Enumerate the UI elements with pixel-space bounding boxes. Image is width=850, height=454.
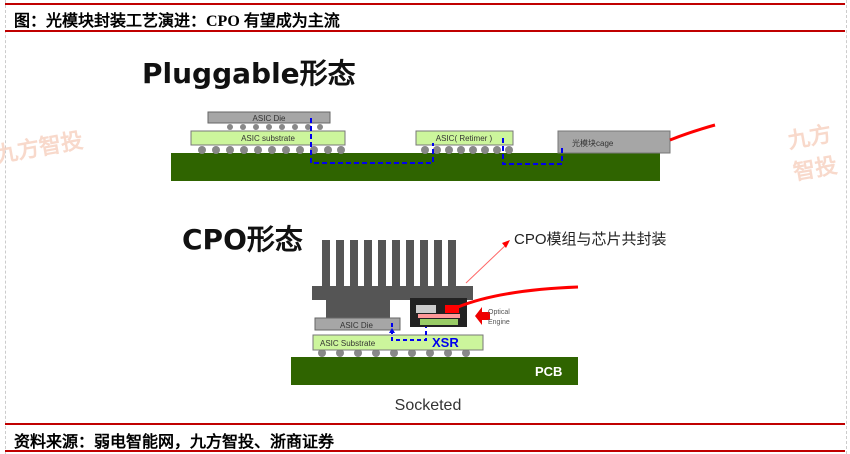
- pcb-label: PCB: [535, 364, 562, 379]
- divider: [5, 3, 845, 5]
- oe-part: [418, 314, 460, 318]
- heatsink: [312, 240, 473, 320]
- solder-balls: [318, 349, 470, 357]
- socketed-label: Socketed: [395, 397, 462, 414]
- module-cage: [557, 130, 671, 154]
- asic-die: [314, 317, 401, 331]
- oe-part: [420, 319, 458, 325]
- pcb-board: [291, 357, 578, 385]
- asic-substrate: [190, 130, 346, 146]
- figure-frame: [5, 0, 847, 454]
- fiber: [457, 285, 579, 309]
- arrow-left-icon: [475, 307, 490, 325]
- solder-balls: [198, 124, 513, 154]
- module-cage-label: 光模块cage: [572, 138, 614, 148]
- optical-engine-label: Optical: [488, 309, 510, 316]
- pcb-board: [171, 153, 660, 181]
- pluggable-title: Pluggable形态: [142, 57, 356, 90]
- asic-substrate-label: ASIC substrate: [241, 134, 295, 143]
- annotation-arrow: [465, 242, 509, 284]
- divider: [5, 450, 845, 452]
- divider: [5, 423, 845, 425]
- source-note: 资料来源：弱电智能网，九方智投、浙商证券: [14, 434, 335, 451]
- asic-die-label: ASIC Die: [253, 114, 286, 123]
- asic-substrate-label: ASIC Substrate: [320, 339, 376, 348]
- asic-die-label: ASIC Die: [340, 321, 373, 330]
- arrow-up-icon: [389, 328, 395, 333]
- optical-engine-label: Engine: [488, 319, 510, 326]
- signal-path: [310, 118, 563, 165]
- asic-substrate: [312, 334, 484, 351]
- retimer-label: ASIC( Retimer ): [436, 134, 493, 143]
- cpo-annotation: CPO模组与芯片共封装: [514, 231, 667, 248]
- figure-caption: 图：光模块封装工艺演进：CPO 有望成为主流: [14, 13, 340, 30]
- fiber: [669, 123, 716, 142]
- retimer: [415, 130, 514, 146]
- oe-laser: [445, 305, 459, 313]
- divider: [5, 30, 845, 32]
- cpo-title: CPO形态: [182, 223, 303, 256]
- asic-die: [207, 111, 331, 124]
- oe-part: [416, 305, 436, 313]
- arrowhead-icon: [502, 240, 510, 248]
- xsr-label: XSR: [432, 335, 459, 350]
